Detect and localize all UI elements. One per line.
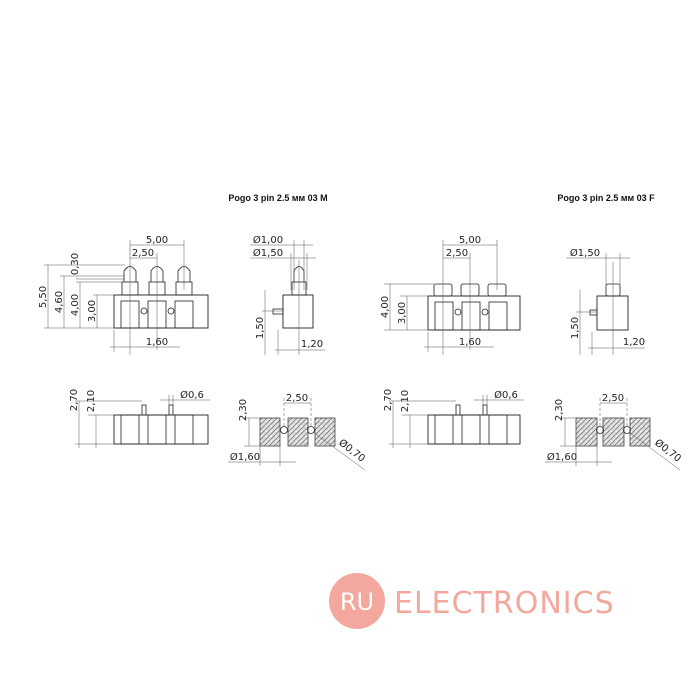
dim-height-210: 2,10 xyxy=(400,390,411,412)
ru-electronics-logo: RU ELECTRONICS xyxy=(329,573,615,629)
dim-diameter-160: Ø1,60 xyxy=(547,451,577,463)
logo-text: ELECTRONICS xyxy=(394,586,615,621)
dim-height-150: 1,50 xyxy=(570,317,581,339)
dim-diameter-100: Ø1,00 xyxy=(253,234,283,246)
dim-height-300: 3,00 xyxy=(397,302,408,324)
female-side-view: Ø1,50 1,50 1,20 xyxy=(566,247,645,355)
dim-diameter-070: Ø0,70 xyxy=(652,437,683,465)
female-pcb-footprint: 2,30 2,50 Ø1,60 Ø0,70 xyxy=(545,393,683,471)
dim-height-550: 5,50 xyxy=(38,286,49,308)
dim-height-270: 2,70 xyxy=(69,389,80,411)
male-side-view: Ø1,00 Ø1,50 1,50 1,20 xyxy=(250,234,325,355)
logo-circle xyxy=(329,573,385,629)
dim-height-460: 4,60 xyxy=(54,291,65,313)
female-bottom-view: 2,70 2,10 Ø0,6 xyxy=(383,389,524,448)
dim-width-120: 1,20 xyxy=(301,339,323,350)
dim-width-160: 1,60 xyxy=(459,337,481,348)
dim-width-120: 1,20 xyxy=(623,337,645,348)
dim-height-270: 2,70 xyxy=(383,389,394,411)
dim-tip-030: 0,30 xyxy=(70,253,81,275)
male-pcb-footprint: 2,30 2,50 Ø1,60 Ø0,70 xyxy=(228,393,367,471)
dim-height-210: 2,10 xyxy=(86,390,97,412)
dim-pitch: 2,50 xyxy=(602,393,624,404)
dim-diameter-160: Ø1,60 xyxy=(230,451,260,463)
dim-height-150: 1,50 xyxy=(255,317,266,339)
dim-pitch: 2,50 xyxy=(286,393,308,404)
dim-height-300: 3,00 xyxy=(87,300,98,322)
dim-pitch: 2,50 xyxy=(446,248,468,259)
dim-width-160: 1,60 xyxy=(146,337,168,348)
title-male: Pogo 3 pin 2.5 мм 03 M xyxy=(228,193,327,203)
dim-pitch-total: 5,00 xyxy=(459,235,481,246)
female-front-view: 5,00 2,50 4,00 3,00 1,60 xyxy=(380,235,521,355)
dim-diameter-06: Ø0,6 xyxy=(494,389,518,401)
logo-mark: RU xyxy=(340,588,374,616)
dim-diameter-150: Ø1,50 xyxy=(253,247,283,259)
dim-diameter-150: Ø1,50 xyxy=(570,247,600,259)
dim-height-230: 2,30 xyxy=(238,399,249,421)
male-front-view: 5,00 2,50 5,50 4,60 4,00 3,00 0,30 1,60 xyxy=(38,235,209,355)
male-bottom-view: 2,70 2,10 Ø0,6 xyxy=(69,389,210,448)
title-female: Pogo 3 pin 2.5 мм 03 F xyxy=(557,193,655,203)
dim-pitch: 2,50 xyxy=(132,248,154,259)
dim-height-230: 2,30 xyxy=(554,399,565,421)
dim-diameter-06: Ø0,6 xyxy=(180,389,204,401)
dim-height-400: 4,00 xyxy=(70,294,81,316)
dim-height-400: 4,00 xyxy=(380,296,391,318)
dim-pitch-total: 5,00 xyxy=(146,235,168,246)
